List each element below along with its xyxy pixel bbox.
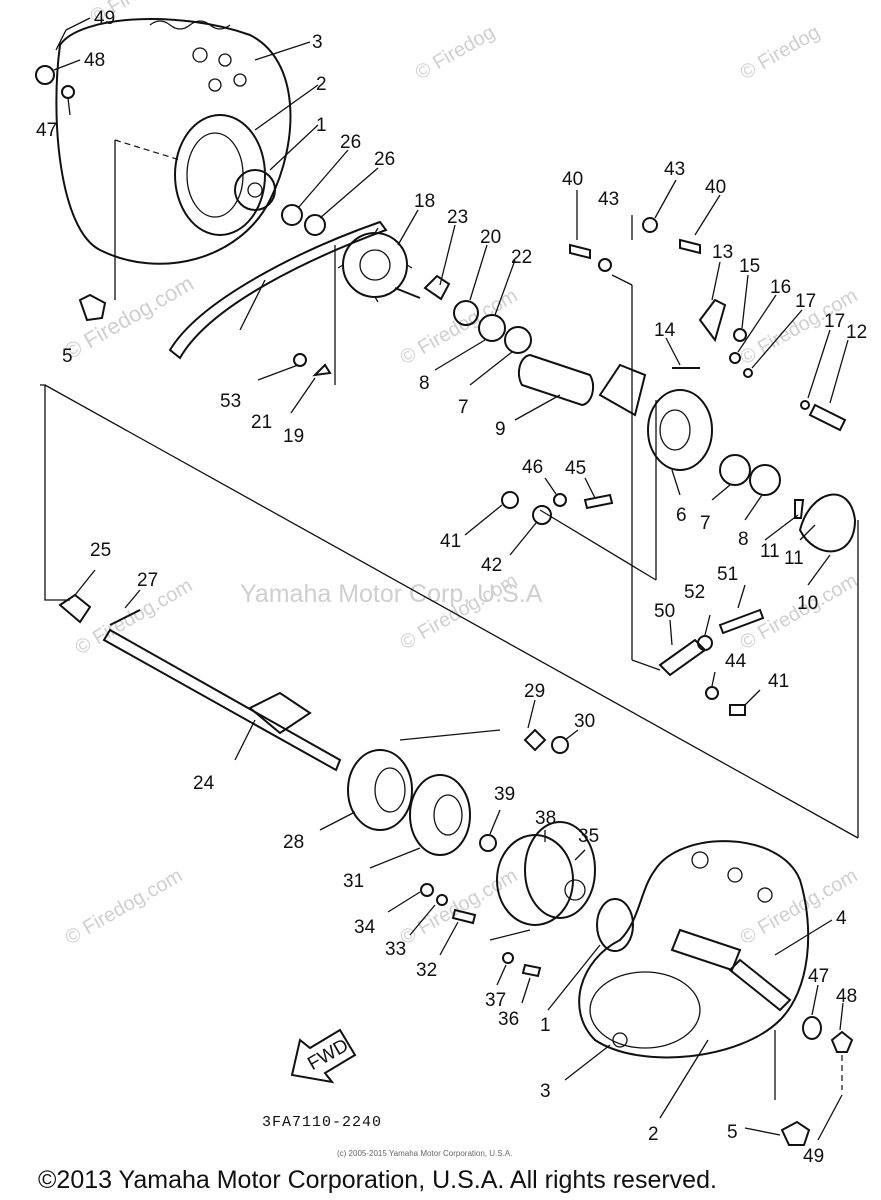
part-label: 29 [524,681,545,702]
part-label: 22 [511,247,532,268]
drive-shaft [58,593,342,772]
watermark-site-dom: © Firedog.com [62,865,187,950]
part-label: 41 [768,671,789,692]
wheel-lower-right [578,840,854,1146]
part-label: 15 [739,256,760,277]
part-label: 30 [574,711,595,732]
guide-lines [40,139,859,941]
copyright-footer: ©2013 Yamaha Motor Corporation, U.S.A. A… [38,1166,717,1194]
part-label: 46 [522,457,543,478]
part-label: 28 [283,832,304,853]
part-label: 45 [565,458,586,479]
part-label: 44 [725,651,747,672]
part-label: 51 [717,564,738,585]
part-label: 53 [220,391,241,412]
part-label: 16 [770,277,791,298]
part-label: 24 [193,773,215,794]
part-label: 47 [36,120,57,141]
part-label: 1 [316,115,327,136]
small-copyright: (c) 2005-2015 Yamaha Motor Corporation, … [337,1149,512,1158]
leader-lines [53,17,849,1141]
part-label: 48 [836,986,857,1007]
part-label: 37 [485,990,506,1011]
part-label: 8 [419,373,430,394]
part-label: 21 [251,412,272,433]
watermark-site: © Firedog [412,21,499,84]
fwd-label: FWD [304,1035,352,1075]
part-label: 41 [440,531,461,552]
diagram-code: 3FA7110-2240 [262,1114,382,1131]
part-label: 49 [94,8,115,29]
part-label: 31 [343,871,364,892]
part-label: 38 [535,808,556,829]
part-label: 17 [824,311,845,332]
part-label: 9 [495,419,506,440]
watermark-site-dom: © Firedog.com [60,270,198,364]
part-label: 47 [808,966,829,987]
part-label: 2 [316,74,327,95]
part-label: 19 [283,426,304,447]
part-label: 34 [354,917,376,938]
part-label: 26 [340,132,361,153]
part-label: 5 [62,346,73,367]
part-label: 17 [795,291,816,312]
watermark-center: Yamaha Motor Corp, U.S.A [240,580,543,608]
part-label: 42 [481,555,502,576]
part-label: 52 [684,582,705,603]
part-label: 23 [447,207,468,228]
watermark-site-dom: © Firedog.com [397,285,522,370]
part-label: 43 [664,159,685,180]
chain-sprocket [168,220,532,377]
part-label: 6 [676,505,687,526]
part-label: 40 [562,169,583,190]
part-label: 48 [84,50,105,71]
wheel-upper-left [35,18,326,322]
part-label: 43 [598,189,619,210]
part-label: 35 [578,826,599,847]
part-label: 13 [712,242,733,263]
part-label: 3 [540,1081,551,1102]
part-label: 25 [90,540,111,561]
part-label: 4 [836,908,847,929]
part-label: 26 [374,149,395,170]
part-label: 20 [480,227,501,248]
part-label: 8 [738,529,749,550]
part-label: 18 [414,191,435,212]
part-label: 50 [654,601,675,622]
part-label: 5 [727,1122,738,1143]
watermark-site: © Firedog [737,21,824,84]
part-label: 12 [846,322,867,343]
part-label: 2 [648,1124,659,1145]
part-labels: 49 48 47 3 2 1 26 26 5 18 23 20 22 8 7 9… [36,8,867,1167]
part-label: 49 [803,1146,824,1167]
part-label: 27 [137,570,158,591]
watermark-site-dom: © Firedog.com [72,575,197,660]
part-label: 7 [700,513,711,534]
part-label: 39 [494,784,515,805]
part-label: 36 [498,1009,519,1030]
part-label: 11 [784,548,804,569]
part-label: 7 [458,397,469,418]
part-label: 10 [797,593,818,614]
part-label: 32 [416,960,437,981]
part-label: 3 [312,32,323,53]
part-label: 40 [705,177,726,198]
part-label: 1 [540,1015,551,1036]
axle-housing [501,217,857,716]
part-label: 11 [760,541,780,562]
part-label: 14 [654,320,676,341]
part-label: 33 [385,939,406,960]
hub-assembly [347,728,634,978]
fwd-arrow: FWD [290,1028,357,1084]
